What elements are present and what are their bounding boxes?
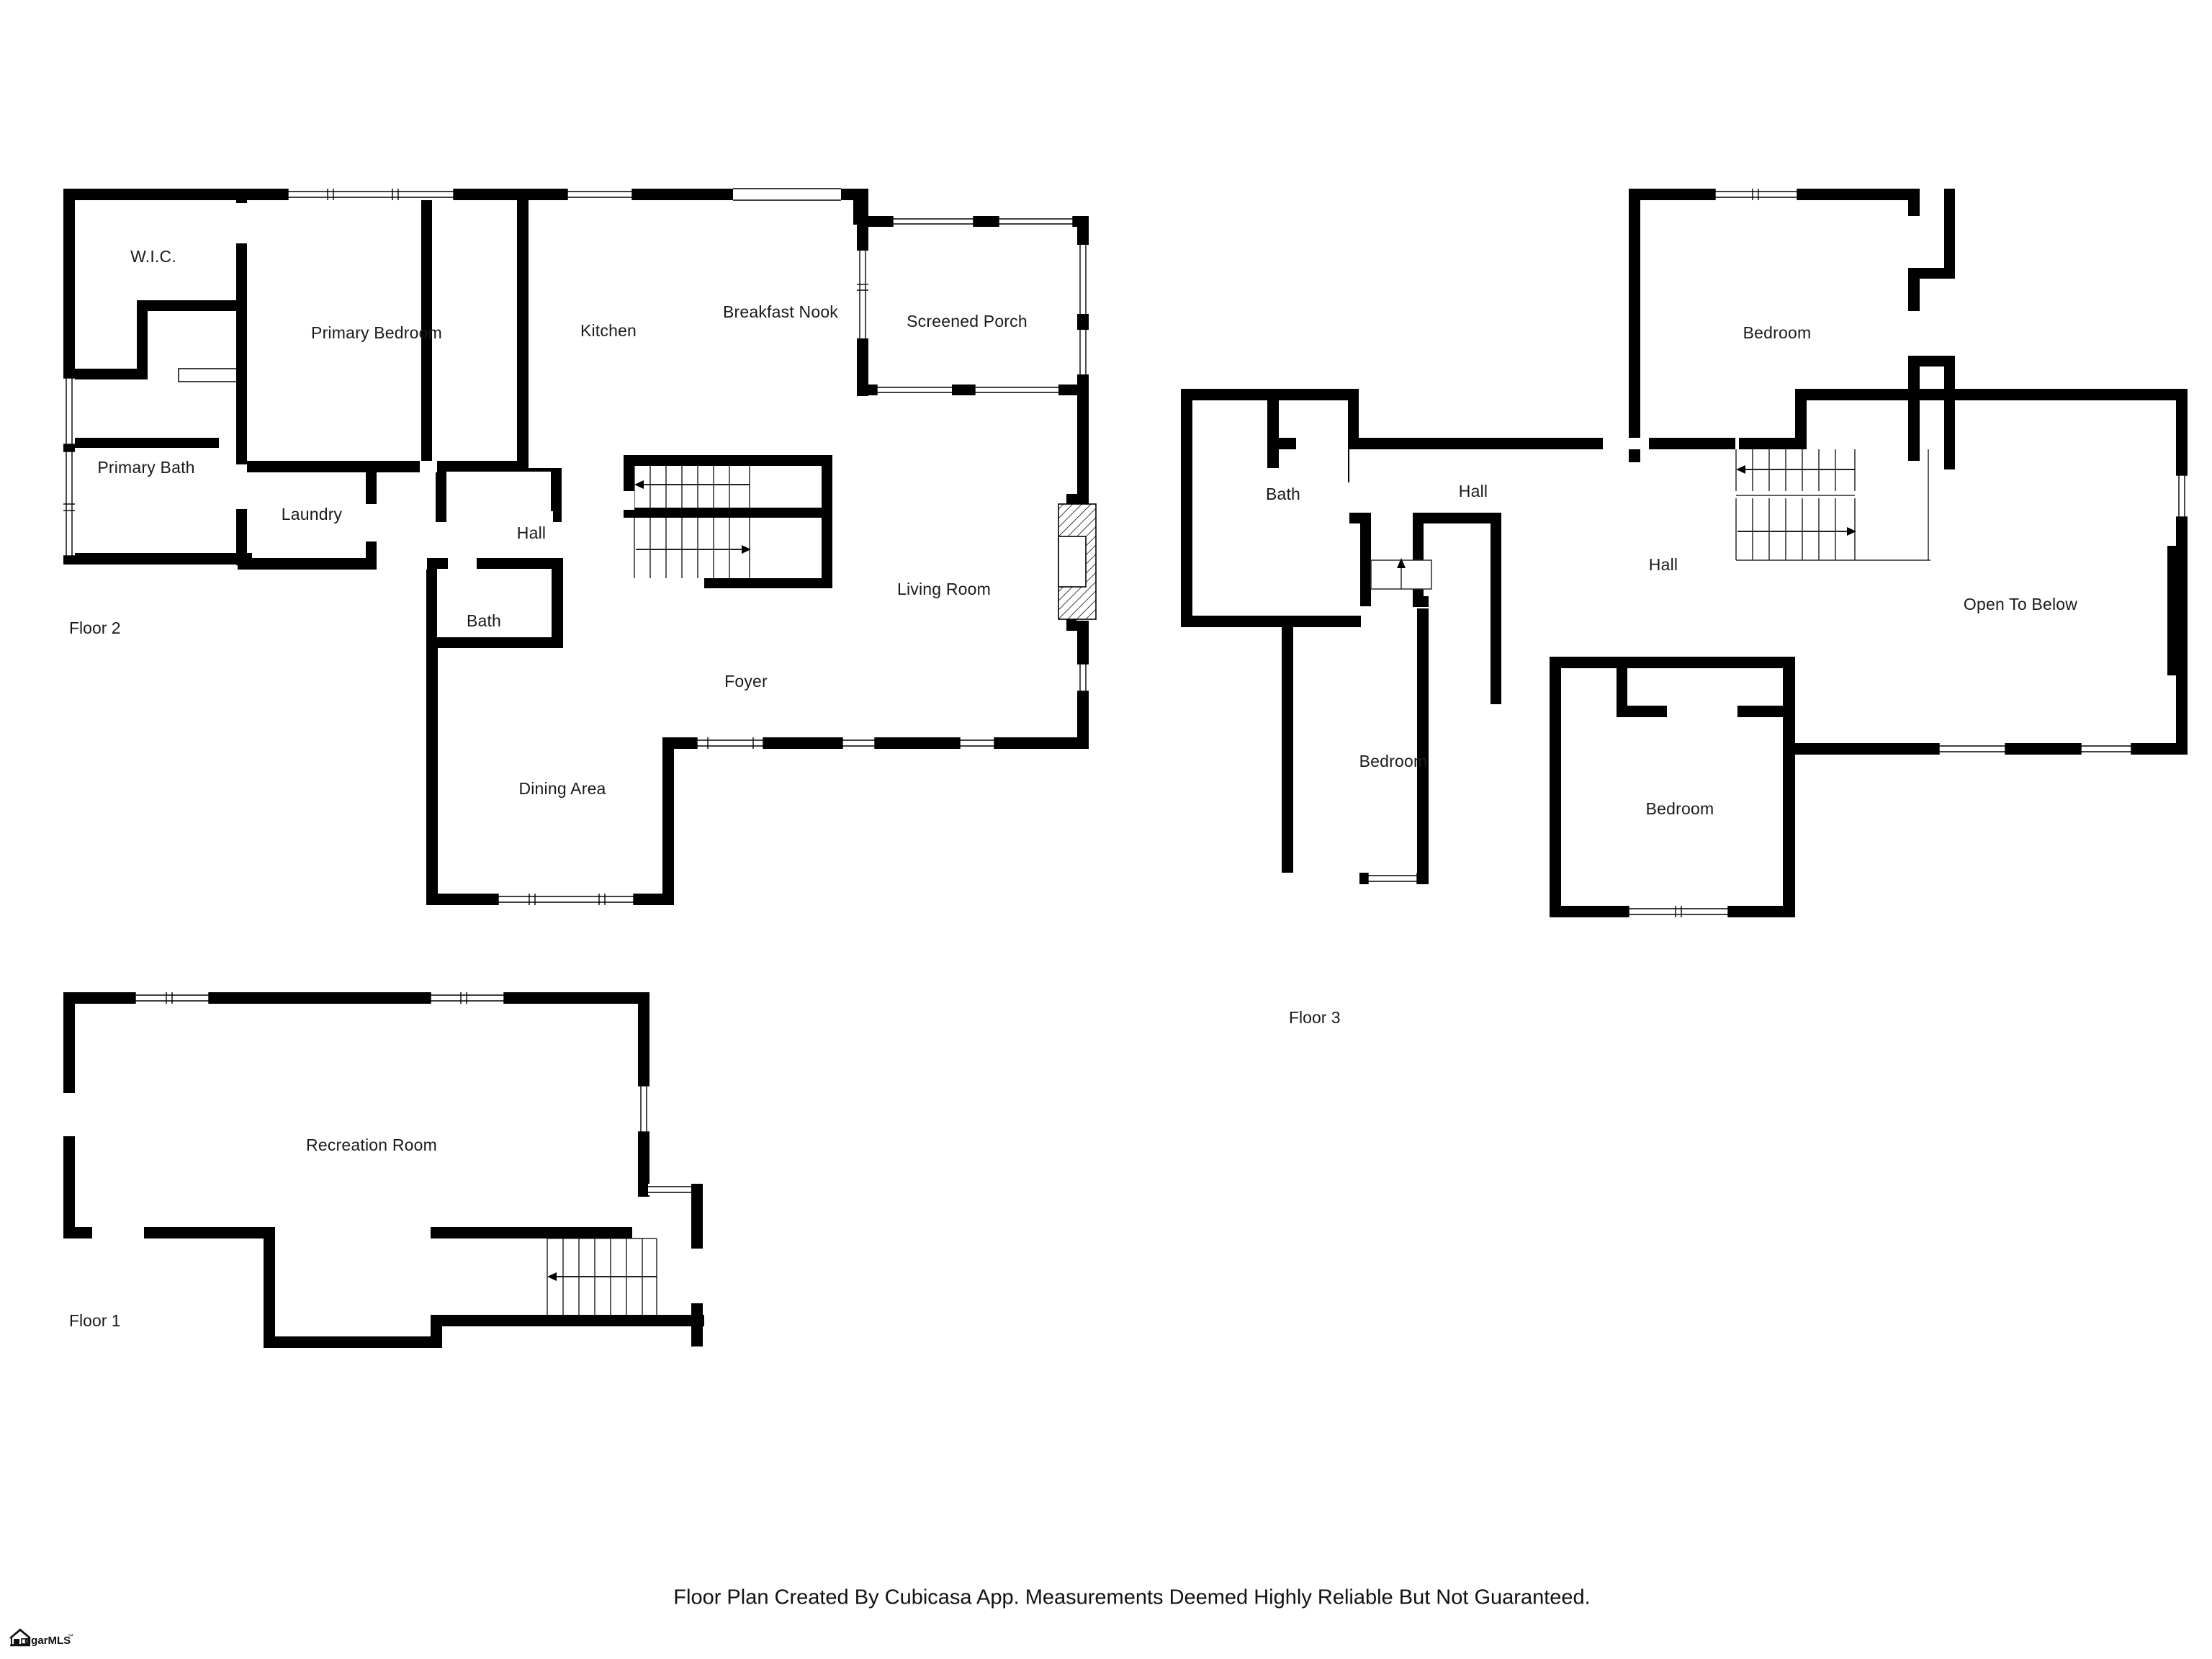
floor-3-stairs — [1735, 449, 1930, 561]
floor-1-plan: Recreation Room Floor 1 — [63, 992, 704, 1348]
room-label-bath-f3: Bath — [1266, 485, 1300, 503]
fireplace — [1058, 503, 1097, 620]
floor-1-stairs — [547, 1238, 657, 1315]
house-icon — [9, 1628, 31, 1647]
room-label-dining-area: Dining Area — [518, 779, 606, 798]
floor-2-plan: W.I.C. Primary Bedroom Primary Bath Laun… — [63, 188, 1097, 905]
floor-2-windows — [63, 188, 841, 570]
mls-logo-trademark: ™ — [68, 1633, 73, 1640]
room-label-open-to-below: Open To Below — [1964, 595, 2077, 613]
floor-3-attic-access — [1370, 558, 1432, 590]
floor-1-windows — [63, 992, 703, 1315]
room-label-bedroom-f3-mid: Bedroom — [1646, 799, 1714, 818]
room-label-bedroom-f3-top: Bedroom — [1743, 323, 1812, 342]
floor-2-porch-windows — [857, 216, 1089, 395]
room-label-primary-bedroom: Primary Bedroom — [311, 323, 442, 342]
floor-2-living-window — [1077, 663, 1089, 692]
room-label-kitchen: Kitchen — [580, 321, 637, 340]
room-label-hall-f2: Hall — [517, 523, 546, 542]
room-label-breakfast-nook: Breakfast Nook — [723, 302, 838, 321]
room-label-recreation-room: Recreation Room — [306, 1136, 437, 1154]
room-label-screened-porch: Screened Porch — [907, 312, 1028, 331]
floor-label-3: Floor 3 — [1289, 1008, 1341, 1027]
floor-2-stairs — [624, 466, 751, 588]
floor-3-plan: Bedroom Bath Hall Hall Open To Below Bed… — [1181, 189, 2188, 1027]
room-label-bedroom-f3-left: Bedroom — [1359, 752, 1428, 770]
floor-3-windows — [1274, 189, 2188, 917]
room-label-foyer: Foyer — [724, 672, 768, 691]
plan-caption: Floor Plan Created By Cubicasa App. Meas… — [673, 1586, 1590, 1609]
floor-2-dining-window — [498, 894, 634, 905]
room-label-bath-f2: Bath — [467, 611, 501, 630]
floor-2-walls — [63, 189, 1089, 905]
mls-logo-text: ggarMLS — [24, 1635, 71, 1647]
floor-label-2: Floor 2 — [69, 619, 121, 637]
room-label-laundry: Laundry — [282, 505, 343, 523]
room-label-wic: W.I.C. — [130, 247, 176, 266]
room-label-hall-f3-lower: Hall — [1649, 555, 1678, 574]
room-label-living-room: Living Room — [897, 580, 991, 598]
room-label-primary-bath: Primary Bath — [97, 458, 194, 477]
mls-logo: ggarMLS ™ — [9, 1628, 73, 1647]
room-label-hall-f3-upper: Hall — [1459, 482, 1488, 500]
floor-label-1: Floor 1 — [69, 1311, 121, 1330]
floor-2-foyer-windows — [696, 737, 995, 749]
